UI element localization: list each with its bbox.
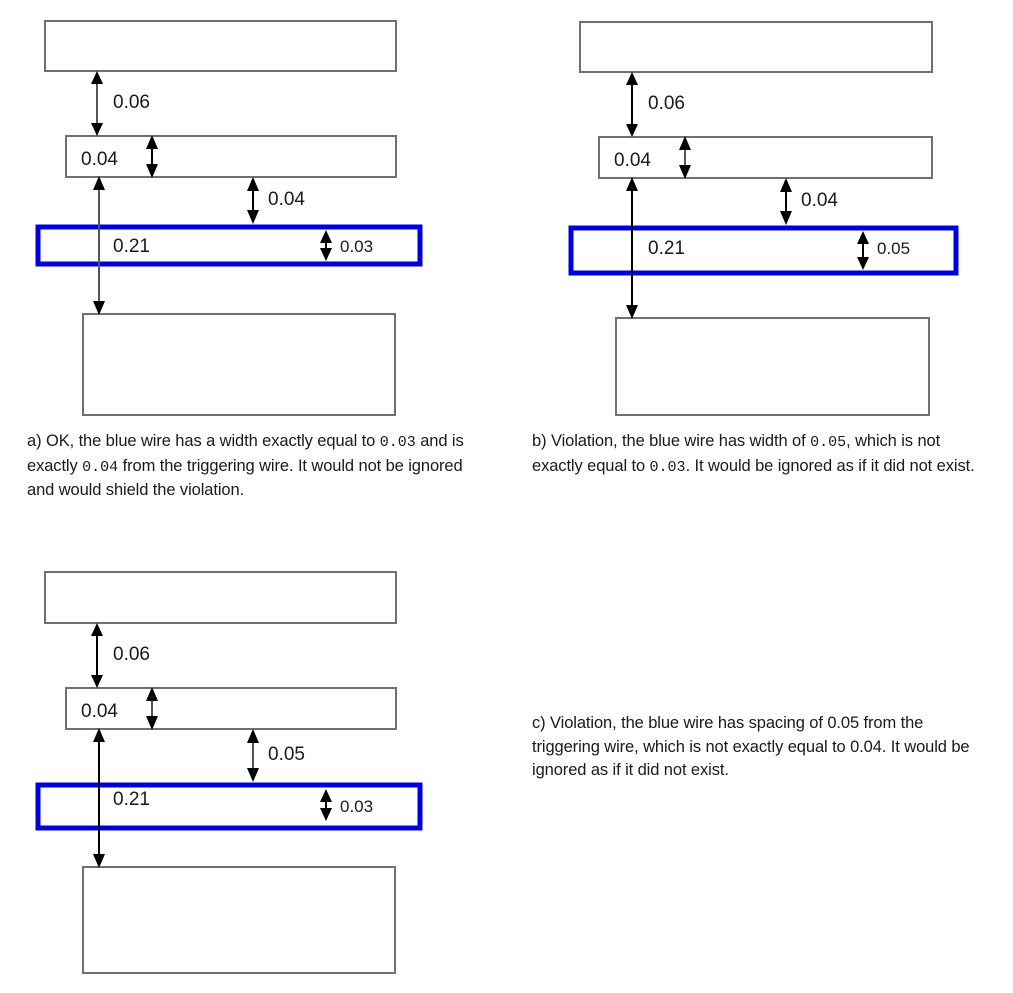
panel-a-caption: a) OK, the blue wire has a width exactly… [27, 430, 475, 503]
dimension-label-mid-blue-gap: 0.04 [268, 189, 305, 210]
dimension-label-mid-thickness: 0.04 [81, 149, 118, 170]
dimension-label-blue-thickness: 0.03 [340, 237, 373, 256]
caption-value: 0.04 [82, 458, 119, 476]
dimension-arrow-mid-blue-gap [247, 177, 259, 224]
wire-rect-top [44, 571, 397, 624]
dimension-label-mid-blue-gap: 0.05 [268, 744, 305, 765]
dimension-arrow-top-gap [626, 72, 638, 137]
dimension-label-span: 0.21 [113, 789, 150, 810]
caption-text: b) Violation, the blue wire has width of [532, 432, 811, 450]
panel-a: 0.06 0.04 0.04 0.21 0.03 a) OK [0, 0, 500, 499]
caption-text: . It would be ignored as if it did not e… [685, 456, 975, 475]
dimension-arrow-mid-thickness [679, 136, 691, 179]
panel-a-diagram: 0.06 0.04 0.04 0.21 0.03 [35, 20, 423, 416]
dimension-label-span: 0.21 [113, 236, 150, 257]
dimension-label-top-gap: 0.06 [113, 92, 150, 113]
dimension-arrow-blue-thickness [857, 231, 869, 270]
dimension-label-blue-thickness: 0.03 [340, 797, 373, 816]
panel-c-diagram: 0.06 0.04 0.05 0.21 0.03 [35, 571, 423, 974]
caption-text: , which is not exactly equal to [532, 432, 941, 475]
dimension-arrow-mid-thickness [146, 687, 158, 730]
dimension-label-mid-thickness: 0.04 [81, 701, 118, 722]
dimension-label-mid-blue-gap: 0.04 [801, 190, 838, 211]
wire-rect-bottom [82, 313, 396, 416]
dimension-arrow-blue-thickness [320, 230, 332, 261]
dimension-arrow-span [93, 176, 105, 315]
panel-c: 0.06 0.04 0.05 0.21 0.03 [0, 552, 500, 993]
dimension-label-top-gap: 0.06 [648, 93, 685, 114]
wire-rect-top [579, 21, 933, 73]
blue-wire-rect [35, 224, 423, 267]
caption-value: 0.03 [649, 458, 686, 476]
blue-wire-rect [568, 225, 959, 276]
panel-c-caption: c) Violation, the blue wire has spacing … [532, 712, 992, 783]
dimension-label-span: 0.21 [648, 238, 685, 259]
caption-text: from the triggering wire. It would not b… [27, 456, 463, 500]
wire-rect-bottom [615, 317, 930, 416]
panel-b-caption: b) Violation, the blue wire has width of… [532, 430, 979, 479]
dimension-label-blue-thickness: 0.05 [877, 239, 910, 258]
dimension-arrow-span [626, 177, 638, 319]
dimension-arrow-blue-thickness [320, 789, 332, 821]
dimension-label-mid-thickness: 0.04 [614, 150, 651, 171]
wire-rect-top [44, 20, 397, 72]
wire-rect-bottom [82, 866, 396, 974]
dimension-arrow-span [93, 728, 105, 868]
wire-rect-middle [65, 135, 397, 178]
blue-wire-rect [35, 782, 423, 831]
dimension-label-top-gap: 0.06 [113, 644, 150, 665]
panel-b: 0.06 0.04 0.04 0.21 0.05 b) Violation, t… [532, 0, 1013, 476]
dimension-arrow-top-gap [91, 71, 103, 136]
dimension-arrow-mid-blue-gap [247, 729, 259, 782]
caption-text: c) Violation, the blue wire has spacing … [532, 714, 970, 779]
panel-b-diagram: 0.06 0.04 0.04 0.21 0.05 [568, 21, 959, 416]
caption-text: and is exactly [27, 432, 464, 475]
dimension-arrow-mid-blue-gap [780, 178, 792, 225]
dimension-arrow-top-gap [91, 623, 103, 688]
caption-value: 0.05 [810, 434, 847, 451]
caption-text: a) OK, the blue wire has a width exactly… [27, 432, 380, 450]
wire-rect-middle [65, 687, 397, 730]
dimension-arrow-mid-thickness [146, 135, 158, 178]
caption-value: 0.03 [379, 434, 416, 451]
wire-rect-middle [598, 136, 933, 179]
